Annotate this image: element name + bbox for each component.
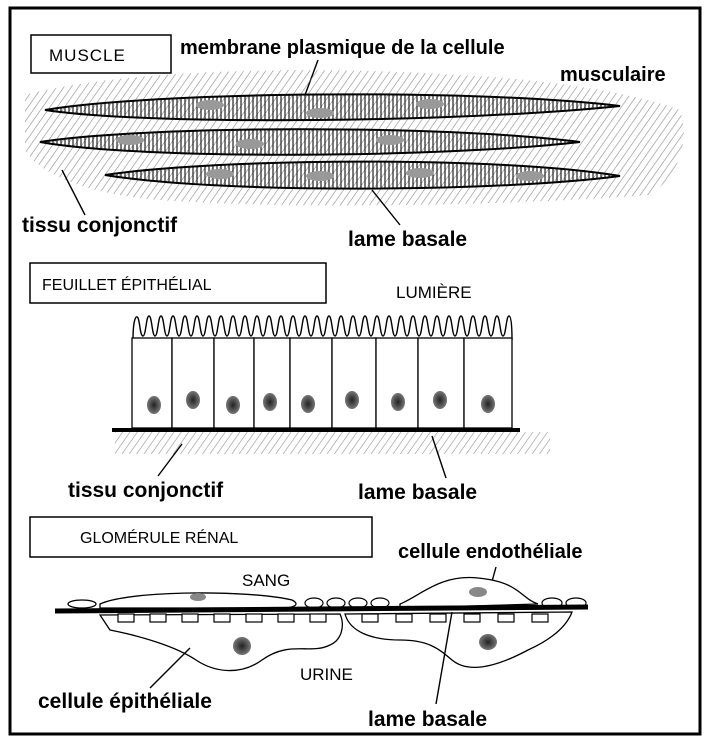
cell-nucleus (226, 396, 240, 414)
podocyte-nucleus (233, 637, 251, 655)
cell-nucleus (433, 391, 447, 409)
epithelial-cell (376, 338, 418, 428)
epithelial-cell (418, 338, 464, 428)
epithelial-cell (332, 338, 376, 428)
foot-process (310, 614, 326, 622)
podocyte-nucleus (479, 634, 497, 650)
muscle-nucleus (516, 171, 544, 181)
epithelial-cell (132, 338, 172, 428)
epithelial-cell (254, 338, 290, 428)
muscle-nucleus (306, 171, 334, 181)
endothelial-label: cellule endothéliale (398, 541, 583, 563)
glomerulus-section: GLOMÉRULE RÉNAL cellule endothéliale SAN… (30, 517, 588, 731)
glomerulus-title: GLOMÉRULE RÉNAL (80, 528, 238, 547)
muscle-nucleus (376, 135, 404, 145)
muscle-section: MUSCLE membrane plasmique de la cellule … (22, 35, 684, 251)
cell-nucleus (147, 396, 161, 414)
lumen-label: LUMIÈRE (396, 283, 472, 302)
epithelium-connective-label: tissu conjonctif (68, 479, 224, 502)
foot-process (396, 614, 412, 622)
muscle-nucleus (196, 100, 224, 110)
muscle-title: MUSCLE (49, 46, 126, 65)
urine-label: URINE (300, 665, 353, 684)
foot-process (278, 614, 294, 622)
epithelium-connective-tissue (115, 432, 550, 454)
cell-nucleus (345, 391, 359, 409)
epithelial-cells (132, 338, 512, 428)
foot-process (498, 614, 514, 622)
muscle-basal-label: lame basale (348, 228, 467, 251)
epithelial-cell (290, 338, 332, 428)
muscle-membrane-label-1: membrane plasmique de la cellule (180, 37, 505, 59)
epithelial-cell (464, 338, 512, 428)
muscle-nucleus (406, 168, 434, 178)
foot-process (182, 614, 198, 622)
microvilli (133, 316, 512, 340)
muscle-membrane-label-2: musculaire (560, 64, 666, 86)
cell-nucleus (391, 393, 405, 411)
epithelial-leader-line (150, 648, 190, 688)
endothelial-fenestra (305, 598, 323, 608)
muscle-nucleus (116, 135, 144, 145)
endothelial-nucleus (190, 593, 206, 601)
endothelial-cell (400, 578, 538, 608)
foot-process (214, 614, 230, 622)
foot-process (246, 614, 262, 622)
epithelial-cell (214, 338, 254, 428)
epithelium-basal-label: lame basale (358, 481, 477, 504)
endothelial-fragment (68, 600, 96, 608)
muscle-connective-label: tissu conjonctif (22, 214, 178, 237)
foot-process (118, 614, 134, 622)
cell-nucleus (263, 393, 277, 411)
cell-nucleus (186, 391, 200, 409)
epithelium-title: FEUILLET ÉPITHÉLIAL (42, 275, 212, 294)
endothelial-nucleus (469, 587, 487, 597)
glomerulus-epithelial-label: cellule épithéliale (38, 690, 212, 713)
cell-nucleus (481, 395, 495, 413)
muscle-nucleus (416, 99, 444, 109)
foot-process (362, 614, 378, 622)
blood-label: SANG (242, 571, 290, 590)
foot-process (464, 614, 480, 622)
foot-process (532, 614, 548, 622)
muscle-nucleus (306, 108, 334, 118)
epithelium-section: FEUILLET ÉPITHÉLIAL LUMIÈRE (30, 263, 550, 504)
foot-process (150, 614, 166, 622)
epithelial-cell (172, 338, 214, 428)
cell-nucleus (301, 395, 315, 413)
muscle-nucleus (236, 139, 264, 149)
foot-process (430, 614, 446, 622)
glomerulus-basal-label: lame basale (368, 708, 487, 731)
muscle-nucleus (206, 169, 234, 179)
